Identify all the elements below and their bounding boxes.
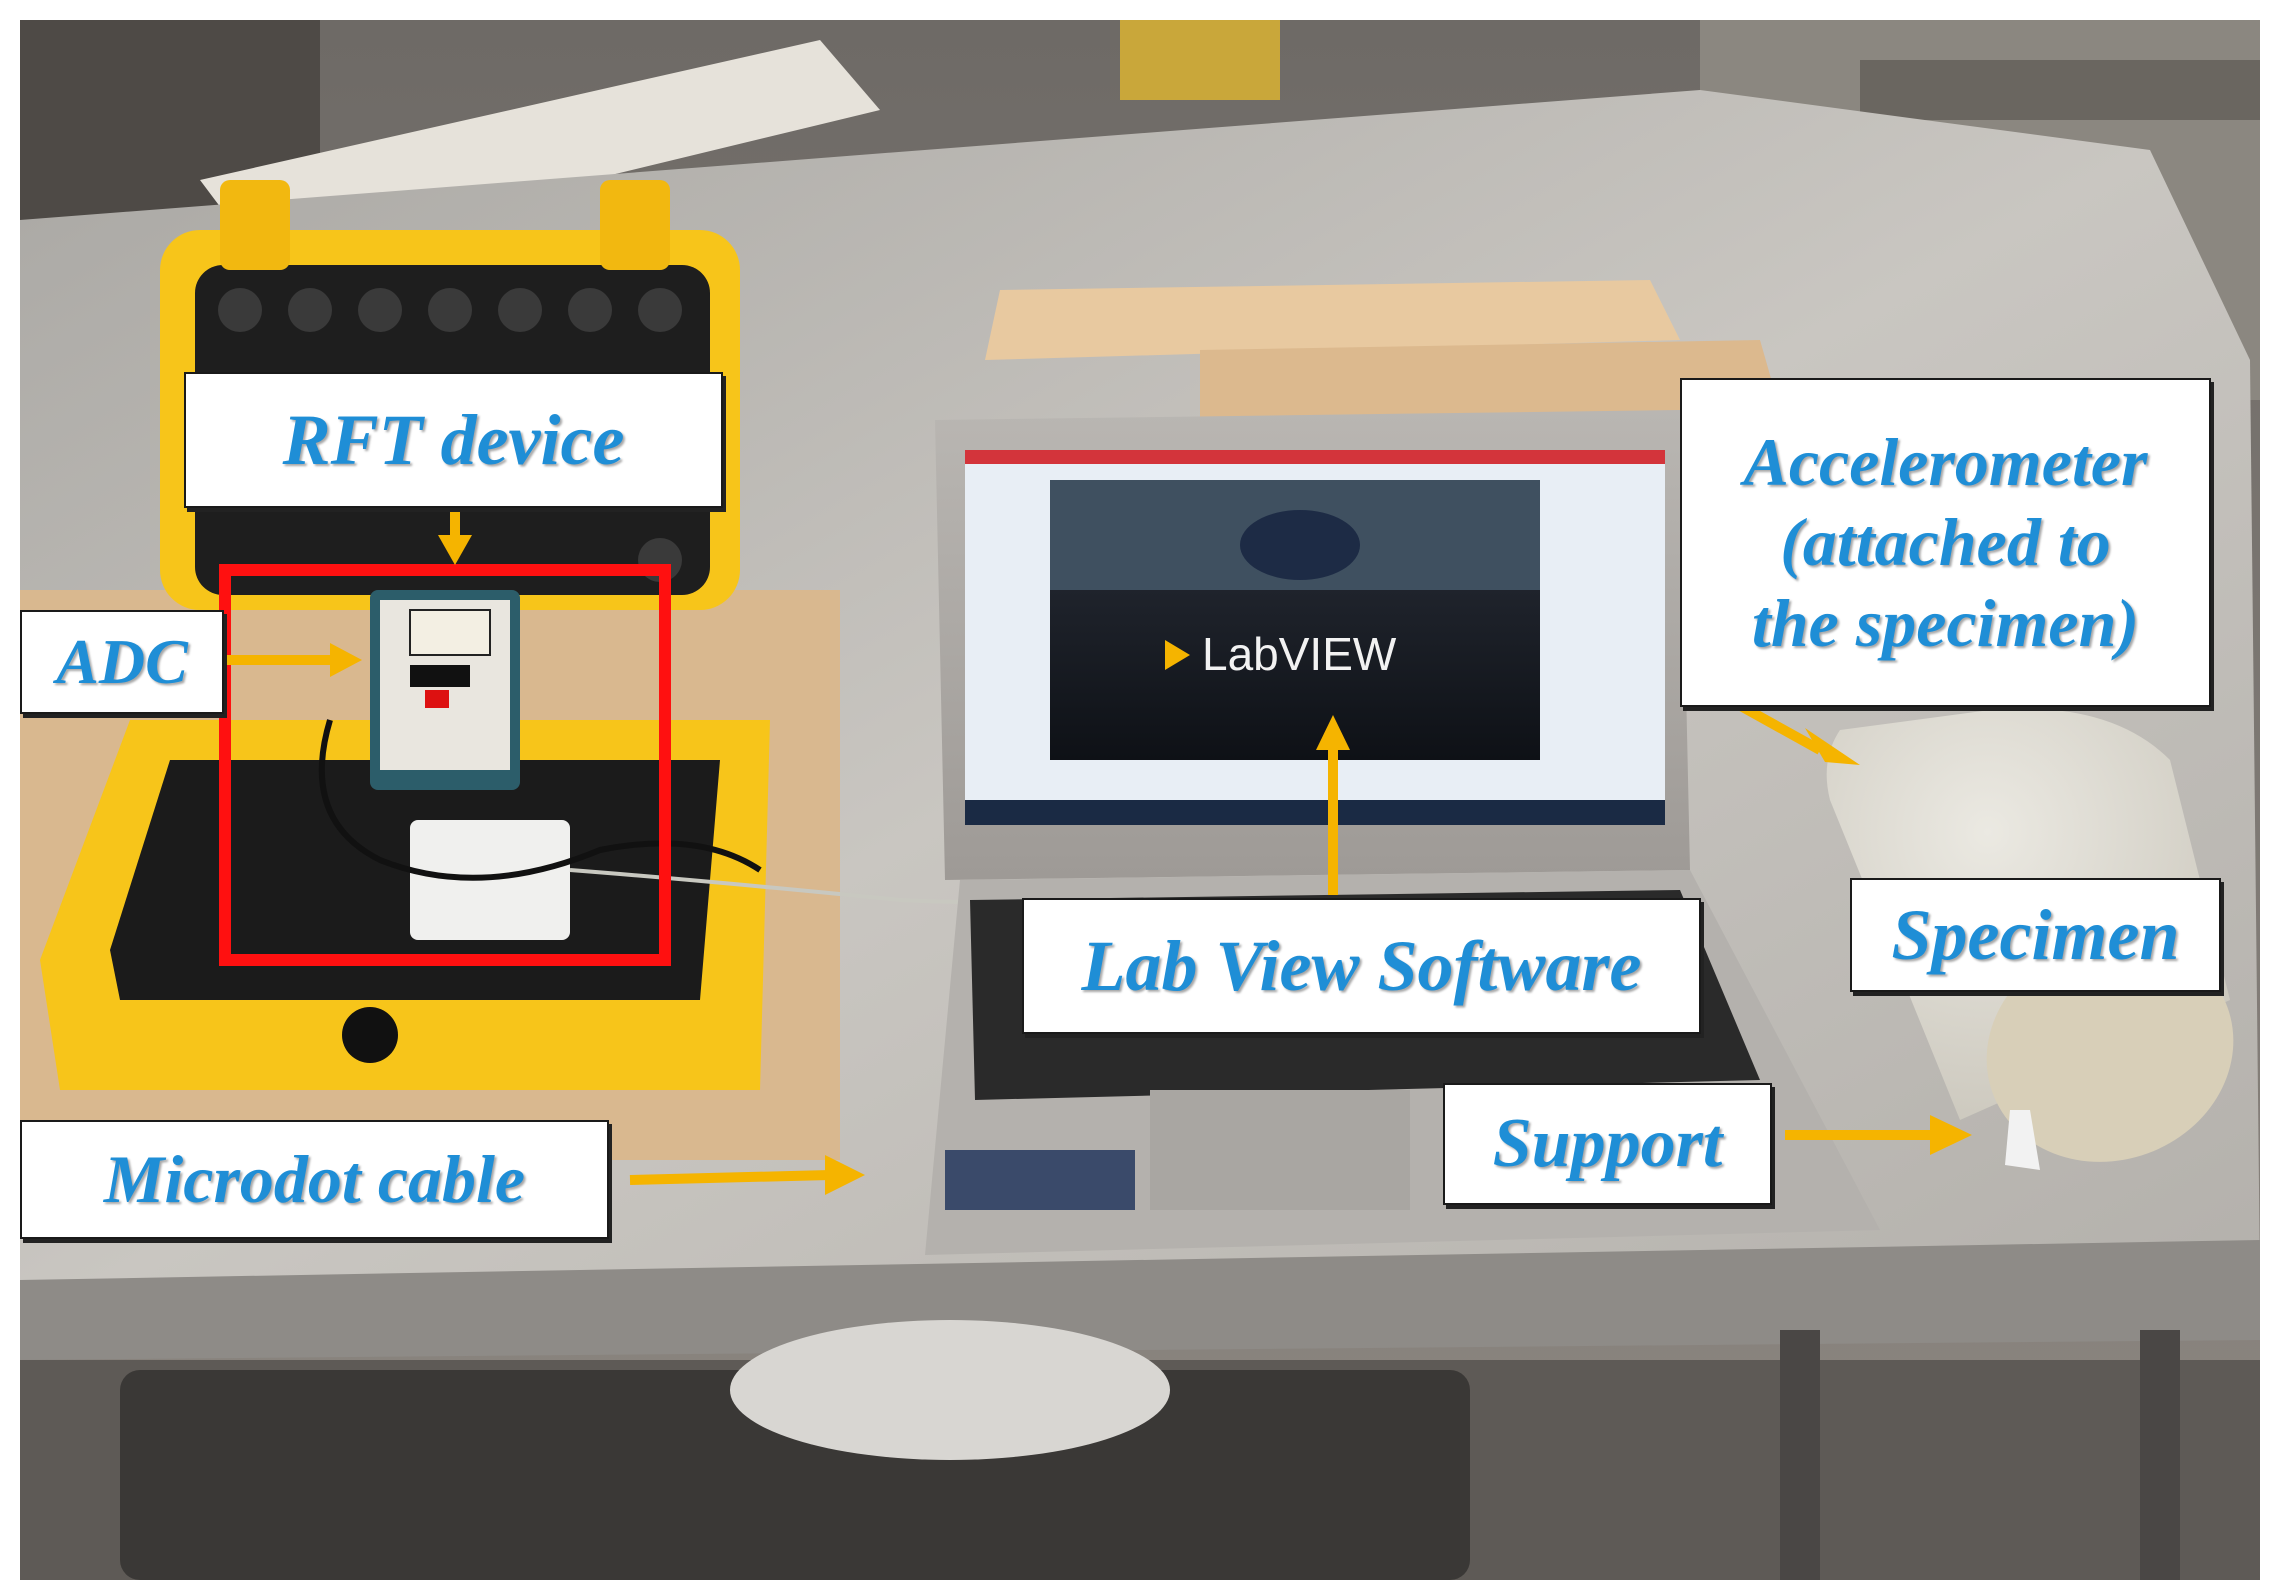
accelerometer-label-line3: the specimen) xyxy=(1751,584,2140,661)
accelerometer-label-line1: Accelerometer xyxy=(1743,424,2148,501)
microdot-cable-label: Microdot cable xyxy=(20,1120,609,1239)
support-label: Support xyxy=(1443,1083,1772,1205)
specimen-label: Specimen xyxy=(1850,878,2221,992)
lab-view-software-label-text: Lab View Software xyxy=(1081,925,1642,1006)
support-label-text: Support xyxy=(1492,1104,1723,1182)
accelerometer-label-line2: (attached to xyxy=(1780,504,2111,581)
specimen-label-text: Specimen xyxy=(1891,894,2180,975)
labview-logo-text: LabVIEW xyxy=(1202,628,1397,680)
microdot-cable-label-text: Microdot cable xyxy=(103,1141,526,1218)
rft-device-label: RFT device xyxy=(184,372,723,508)
adc-label: ADC xyxy=(20,610,224,714)
adc-label-text: ADC xyxy=(56,626,188,698)
rft-device-label-text: RFT device xyxy=(282,399,625,480)
accelerometer-label: Accelerometer (attached to the specimen) xyxy=(1680,378,2211,707)
lab-view-software-label: Lab View Software xyxy=(1022,898,1701,1034)
